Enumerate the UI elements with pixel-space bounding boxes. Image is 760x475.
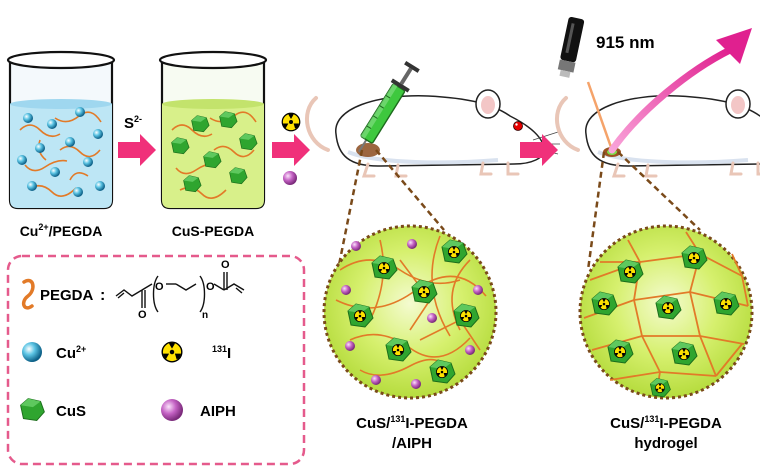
pegda-o-1: O xyxy=(155,281,164,293)
zoom-circle-hydrogel xyxy=(578,224,754,400)
arrow-3 xyxy=(520,134,558,166)
zoom-connectors xyxy=(336,149,701,271)
pegda-structure xyxy=(115,272,245,313)
zoom1-label-line1: CuS/131I-PEGDA xyxy=(356,414,468,432)
legend: PEGDA : O O O O n xyxy=(6,254,306,466)
beaker2-label: CuS-PEGDA xyxy=(172,223,254,239)
aiph-icon-arrow xyxy=(283,171,297,185)
beaker-cus-pegda xyxy=(158,50,268,210)
zoom2-label-line1: CuS/131I-PEGDA xyxy=(610,414,722,432)
zoom1-label-line2: /AIPH xyxy=(392,435,432,452)
syringe-icon xyxy=(358,60,420,153)
beaker-cu-pegda xyxy=(6,50,116,210)
arrow-2 xyxy=(272,134,310,166)
legend-iodine-label: 131I xyxy=(212,344,231,362)
legend-pegda-label: PEGDA xyxy=(40,287,94,304)
laser-pointer-icon xyxy=(557,16,585,78)
laser-beam-in xyxy=(586,81,614,151)
mouse-injection xyxy=(304,88,562,178)
legend-colon: : xyxy=(100,287,105,304)
zoom2-label-line2: hydrogel xyxy=(634,435,697,452)
cu-ion-legend-icon xyxy=(22,342,42,362)
radiation-legend-icon xyxy=(161,341,183,363)
pegda-o-4: O xyxy=(221,259,230,271)
zoom-circle-cus-i131-pegda-aiph xyxy=(322,224,498,400)
arrow-1 xyxy=(118,134,156,166)
emission-arrowhead xyxy=(716,28,752,64)
aiph-legend-icon xyxy=(161,399,183,421)
beaker1-label: Cu2+/PEGDA xyxy=(20,222,103,239)
legend-cu-label: Cu2+ xyxy=(56,344,86,362)
pegda-o-2: O xyxy=(138,309,147,321)
laser-wavelength-label: 915 nm xyxy=(596,33,655,52)
cu-ions xyxy=(17,107,105,197)
pegda-subscript-n: n xyxy=(202,310,208,321)
sulfide-label: S2- xyxy=(124,114,142,132)
legend-cus-label: CuS xyxy=(56,403,86,420)
pegda-o-3: O xyxy=(206,281,215,293)
radiation-icon-arrow xyxy=(281,112,301,132)
nir-emission xyxy=(608,46,734,154)
legend-aiph-label: AIPH xyxy=(200,403,236,420)
pegda-legend-icon xyxy=(21,278,35,310)
